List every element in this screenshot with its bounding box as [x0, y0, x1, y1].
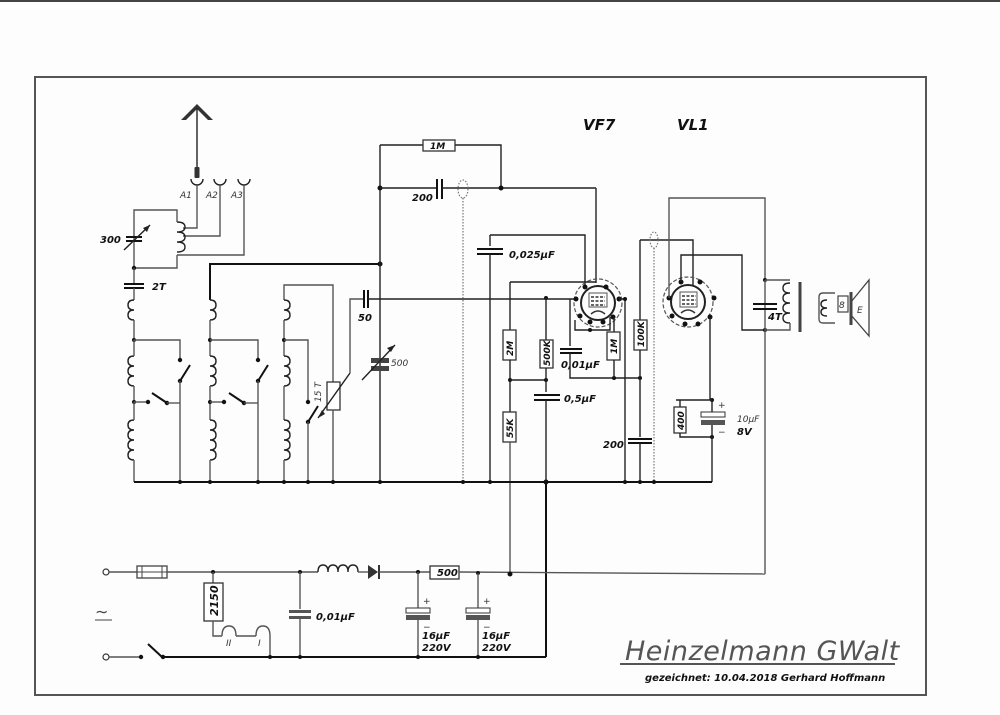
antenna-icon [181, 104, 213, 178]
tube-label-vf7: VF7 [583, 116, 616, 134]
antenna-coil [133, 209, 186, 269]
ac-symbol: ∼ [95, 602, 108, 621]
band-coil-2 [208, 299, 217, 482]
svg-text:500: 500 [391, 359, 408, 369]
capacitor-2t: 2T [124, 282, 167, 293]
capacitor-200-grid: 200 [412, 179, 443, 204]
band-coil-1 [127, 299, 136, 482]
choke-coil [317, 564, 359, 573]
svg-text:10µF: 10µF [737, 415, 760, 425]
antenna-socket-a1: A1 [179, 178, 204, 201]
fuse [136, 565, 168, 579]
capacitor-filter-2-16uf: + − 16µF 220V [465, 597, 512, 654]
svg-text:2T: 2T [152, 282, 167, 293]
svg-text:1M: 1M [610, 339, 620, 354]
tube-label-vl1: VL1 [677, 116, 709, 134]
svg-text:0,5µF: 0,5µF [564, 394, 596, 405]
capacitor-10uf-electrolytic: + − 10µF 8V [700, 401, 760, 438]
capacitor-trimmer-300: 300 [100, 224, 151, 251]
svg-text:500K: 500K [543, 339, 553, 366]
capacitor-0025uf: 0,025µF [477, 248, 555, 261]
switch-band-1b[interactable] [145, 392, 170, 406]
svg-text:+: + [718, 401, 726, 411]
power-switch[interactable] [138, 643, 166, 660]
capacitor-05uf: 0,5µF [534, 394, 596, 405]
svg-text:8: 8 [839, 301, 845, 311]
capacitor-001uf-tube: 0,01µF [560, 348, 600, 371]
capacitor-tuning-500[interactable]: 500 [361, 344, 408, 381]
mains-terminal-bottom[interactable] [102, 653, 110, 661]
tube-vl1 [662, 276, 717, 328]
svg-text:−: − [483, 623, 491, 633]
svg-text:400: 400 [677, 411, 687, 431]
svg-text:200: 200 [412, 193, 433, 204]
svg-text:+: + [423, 597, 431, 607]
svg-text:II: II [226, 639, 232, 649]
capacitor-4t: 4T [753, 303, 783, 323]
tube-vf7 [573, 278, 623, 328]
svg-text:300: 300 [100, 235, 121, 246]
svg-text:I: I [258, 639, 261, 649]
drawing-title: Heinzelmann GWalt [625, 636, 901, 667]
switch-band-2a[interactable] [255, 357, 269, 384]
svg-text:100K: 100K [637, 320, 647, 347]
capacitor-200-anode: 200 [603, 438, 652, 451]
capacitor-50: 50 [358, 290, 372, 324]
switch-band-2b[interactable] [221, 392, 247, 406]
svg-text:500: 500 [437, 568, 458, 579]
svg-text:0,01µF: 0,01µF [316, 612, 355, 623]
svg-text:E: E [857, 306, 863, 316]
svg-text:0,01µF: 0,01µF [561, 360, 600, 371]
svg-text:220V: 220V [422, 643, 452, 654]
svg-text:15 T: 15 T [314, 381, 324, 402]
antenna-socket-a2: A2 [205, 178, 227, 201]
mains-terminal-top[interactable] [102, 568, 110, 576]
capacitor-filter-1-16uf: + − 16µF 220V [405, 597, 452, 654]
svg-text:−: − [718, 428, 726, 438]
speaker-icon: 8 E [818, 278, 870, 338]
svg-text:55K: 55K [506, 417, 516, 438]
antenna-socket-a3: A3 [230, 178, 251, 201]
svg-text:16µF: 16µF [422, 631, 450, 642]
svg-text:200: 200 [603, 440, 624, 451]
shielded-lead-grid [457, 179, 469, 199]
rectifier-diode [368, 565, 380, 579]
svg-text:16µF: 16µF [482, 631, 510, 642]
drawing-frame [34, 76, 927, 696]
switch-band-1a[interactable] [177, 357, 191, 384]
trimmer-15t: 15 T [314, 372, 351, 419]
tube-heaters: II I [212, 621, 271, 657]
svg-text:1M: 1M [430, 142, 445, 152]
drawing-credit: gezeichnet: 10.04.2018 Gerhard Hoffmann [645, 673, 885, 684]
svg-text:50: 50 [358, 313, 372, 324]
output-transformer [765, 279, 802, 332]
svg-text:0,025µF: 0,025µF [509, 250, 555, 261]
svg-text:2M: 2M [506, 341, 516, 356]
svg-text:A2: A2 [205, 191, 218, 201]
switch-band-3[interactable] [305, 399, 319, 425]
svg-text:8V: 8V [737, 427, 753, 438]
capacitor-001uf-mains: 0,01µF [289, 610, 355, 623]
svg-text:220V: 220V [482, 643, 512, 654]
svg-text:A3: A3 [230, 191, 243, 201]
svg-text:+: + [483, 597, 491, 607]
svg-text:−: − [423, 623, 431, 633]
svg-text:4T: 4T [767, 312, 783, 323]
page-top-edge [0, 0, 1000, 2]
svg-text:A1: A1 [179, 191, 192, 201]
band-coil-3 [282, 299, 291, 482]
svg-text:2150: 2150 [208, 585, 221, 616]
